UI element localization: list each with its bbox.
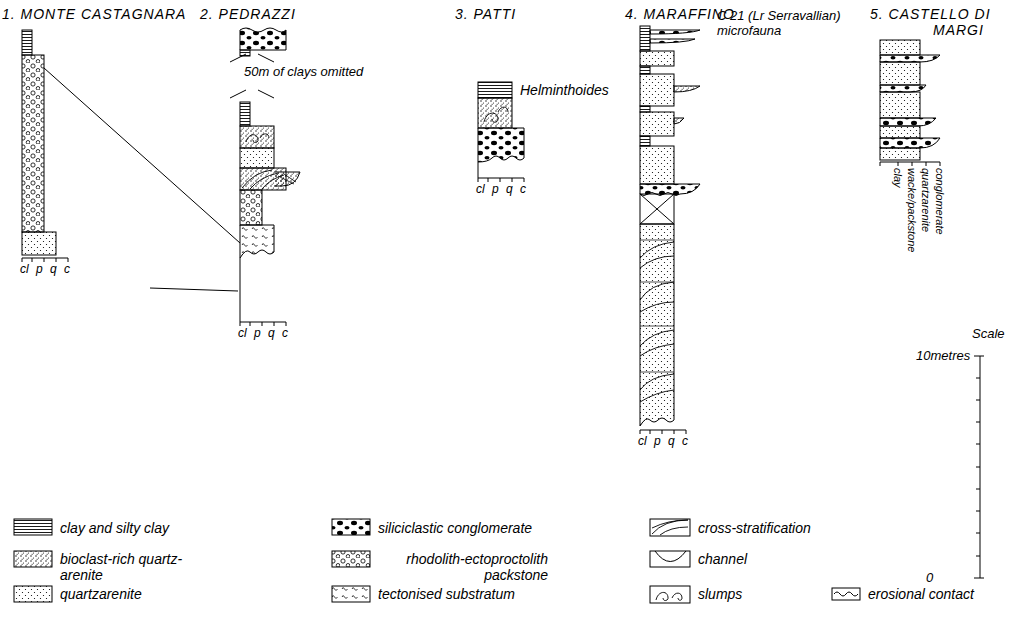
section-title: 3. PATTI: [455, 6, 516, 22]
grain-axis-label: quartzarenite: [920, 168, 932, 232]
grain-axis-label: clay: [892, 168, 904, 188]
microfauna-note: C 21 (Lr Serravallian) microfauna: [717, 8, 867, 38]
scale-title: Scale: [972, 326, 1005, 341]
fossil-note: Helminthoides: [520, 82, 609, 98]
legend-text: clay and silty clay: [60, 520, 169, 536]
legend-text: tectonised substratum: [378, 586, 515, 602]
section-title: 5. CASTELLO DI MARGI: [870, 6, 1023, 38]
grain-axis-label: wacke/packstone: [906, 168, 918, 252]
legend-text: rhodolith-ectoproctolith packstone: [378, 551, 548, 583]
scale-value: 10metres: [916, 348, 970, 363]
legend-text: slumps: [698, 586, 742, 602]
grain-axis-label: conglomerate: [934, 168, 946, 235]
legend-text: channel: [698, 551, 747, 567]
grain-axis: cl p q c: [638, 434, 688, 448]
section-title: 2. PEDRAZZI: [200, 6, 296, 22]
legend-text: siliciclastic conglomerate: [378, 520, 532, 536]
section-title: 1. MONTE CASTAGNARA: [2, 6, 186, 22]
grain-axis: cl p q c: [20, 262, 70, 276]
legend-text: cross-stratification: [698, 520, 811, 536]
legend-text: erosional contact: [868, 586, 974, 602]
gap-note: 50m of clays omitted: [244, 64, 363, 79]
legend-text: bioclast-rich quartz-arenite: [60, 551, 210, 583]
scale-value: 0: [926, 570, 933, 585]
grain-axis: cl p q c: [238, 326, 288, 340]
legend-text: quartzarenite: [60, 586, 142, 602]
grain-axis: cl p q c: [476, 182, 526, 196]
